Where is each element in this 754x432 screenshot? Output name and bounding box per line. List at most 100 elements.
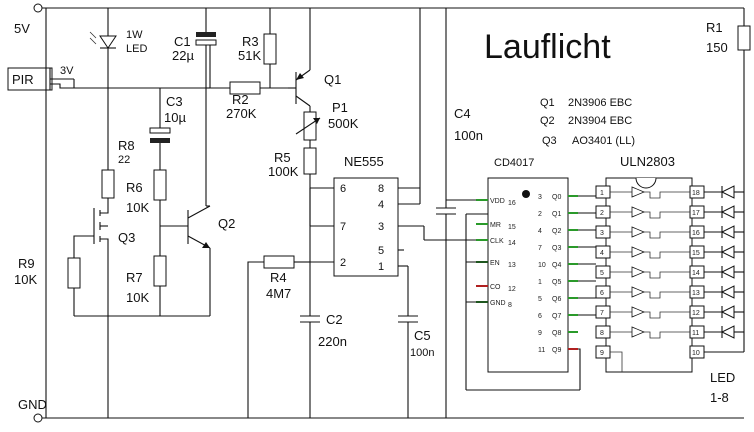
cd4017-pin-name: Q8 (552, 330, 561, 337)
c2-ref: C2 (326, 312, 343, 327)
r4-ref: R4 (270, 270, 287, 285)
r7-value: 10K (126, 290, 149, 305)
cd4017-pin-name: CO (490, 284, 501, 291)
c3-ref: C3 (166, 94, 183, 109)
cd4017-pin-number: 5 (538, 296, 542, 303)
c2-capacitor (300, 262, 320, 418)
led-diode (720, 185, 735, 199)
c2-value: 220n (318, 334, 347, 349)
cd4017-pin-name: CLK (490, 238, 504, 245)
cd4017-pin-name: Q5 (552, 279, 561, 286)
led-diode (720, 305, 735, 319)
uln2803-buffer (631, 186, 646, 198)
r3-ref: R3 (242, 34, 259, 49)
cd4017-pin-number: 13 (508, 262, 516, 269)
ne555-pin-8: 8 (378, 183, 384, 195)
cd4017-pin-number: 3 (538, 194, 542, 201)
uln2803-pin-number: 16 (692, 230, 700, 237)
r9-value: 10K (14, 272, 37, 287)
uln2803-buffer (631, 286, 646, 298)
r5-ref: R5 (274, 150, 291, 165)
ne555-pin-3: 3 (378, 221, 384, 233)
cd4017-pin-name: Q2 (552, 228, 561, 235)
cd4017-pin-name: Q0 (552, 194, 561, 201)
ne555-pin-7: 7 (340, 221, 346, 233)
c1-value: 22µ (172, 48, 194, 63)
ne555-pin-2: 2 (340, 257, 346, 269)
ne555-ic (309, 8, 488, 316)
c5-ref: C5 (414, 328, 431, 343)
uln2803-darlington (644, 291, 690, 299)
uln2803-pin-number: 3 (600, 230, 604, 237)
r3-resistor (263, 33, 277, 65)
cd4017-pin-number: 6 (538, 313, 542, 320)
ne555-pin-1: 1 (378, 261, 384, 273)
r6-resistor (153, 169, 167, 201)
c5-value: 100n (410, 347, 434, 359)
cd4017-pin-name: GND (490, 300, 506, 307)
r1-value: 150 (706, 40, 728, 55)
led-1w-label: 1W (126, 29, 143, 41)
r1-ref: R1 (706, 20, 723, 35)
cd4017-pin-number: 14 (508, 240, 516, 247)
uln2803-darlington (644, 251, 690, 259)
cd4017-pin-number: 1 (538, 279, 542, 286)
r2-ref: R2 (232, 92, 249, 107)
vcc-rail (33, 3, 744, 13)
uln2803-darlington (644, 211, 690, 219)
uln2803-buffer (631, 246, 646, 258)
pir-label: PIR (12, 72, 34, 87)
uln2803-darlington (644, 271, 690, 279)
c1-ref: C1 (174, 34, 191, 49)
led-array (704, 185, 745, 352)
r8-resistor (101, 169, 115, 199)
parts-q2-ref: Q2 (540, 115, 555, 127)
parts-q1-part: 2N3906 EBC (568, 97, 632, 109)
uln2803-darlington (644, 311, 690, 319)
r8-ref: R8 (118, 138, 135, 153)
cd4017-pin-name: Q6 (552, 296, 561, 303)
q2-ref: Q2 (218, 216, 235, 231)
uln2803-ground-line (610, 351, 623, 372)
q1-transistor (288, 8, 311, 112)
cd4017-pin-number: 8 (508, 302, 512, 309)
r6-value: 10K (126, 200, 149, 215)
circuit-title: Lauflicht (484, 28, 611, 66)
parts-q1-ref: Q1 (540, 97, 555, 109)
p1-potentiometer (295, 111, 321, 148)
cd4017-reset-wire (578, 348, 581, 390)
cd4017-pin-name: MR (490, 222, 501, 229)
uln2803-ic (605, 177, 693, 373)
uln2803-pin-number: 15 (692, 250, 700, 257)
led-diode (720, 265, 735, 279)
q3-ref: Q3 (118, 230, 135, 245)
cd4017-pin-number: 9 (538, 330, 542, 337)
q2-transistor (187, 205, 211, 316)
cd4017-name: CD4017 (494, 157, 534, 169)
gnd-rail (33, 413, 744, 423)
pir-out-label: 3V (60, 65, 74, 77)
uln2803-darlington (644, 231, 690, 239)
cd4017-pin-name: Q1 (552, 211, 561, 218)
uln2803-pin-number: 7 (600, 310, 604, 317)
uln2803-pin-number: 8 (600, 330, 604, 337)
led-1w (89, 8, 117, 170)
gnd-label: GND (18, 397, 47, 412)
r4-resistor (263, 255, 295, 269)
uln2803-pin-number: 6 (600, 290, 604, 297)
parts-q3-part: AO3401 (LL) (572, 135, 635, 147)
cd4017-pin-number: 10 (538, 262, 546, 269)
cd4017-pin-name: Q3 (552, 245, 561, 252)
uln2803-pin-number: 10 (692, 350, 700, 357)
uln2803-pin-number: 5 (600, 270, 604, 277)
r8-value: 22 (118, 154, 130, 166)
uln2803-pin-number: 13 (692, 290, 700, 297)
led-1w-sub: LED (126, 43, 147, 55)
r6-ref: R6 (126, 180, 143, 195)
c4-ref: C4 (454, 106, 471, 121)
uln2803-pin-number: 4 (600, 250, 604, 257)
vcc-label: 5V (14, 21, 30, 36)
r3-value: 51K (238, 48, 261, 63)
r4-value: 4M7 (266, 286, 291, 301)
